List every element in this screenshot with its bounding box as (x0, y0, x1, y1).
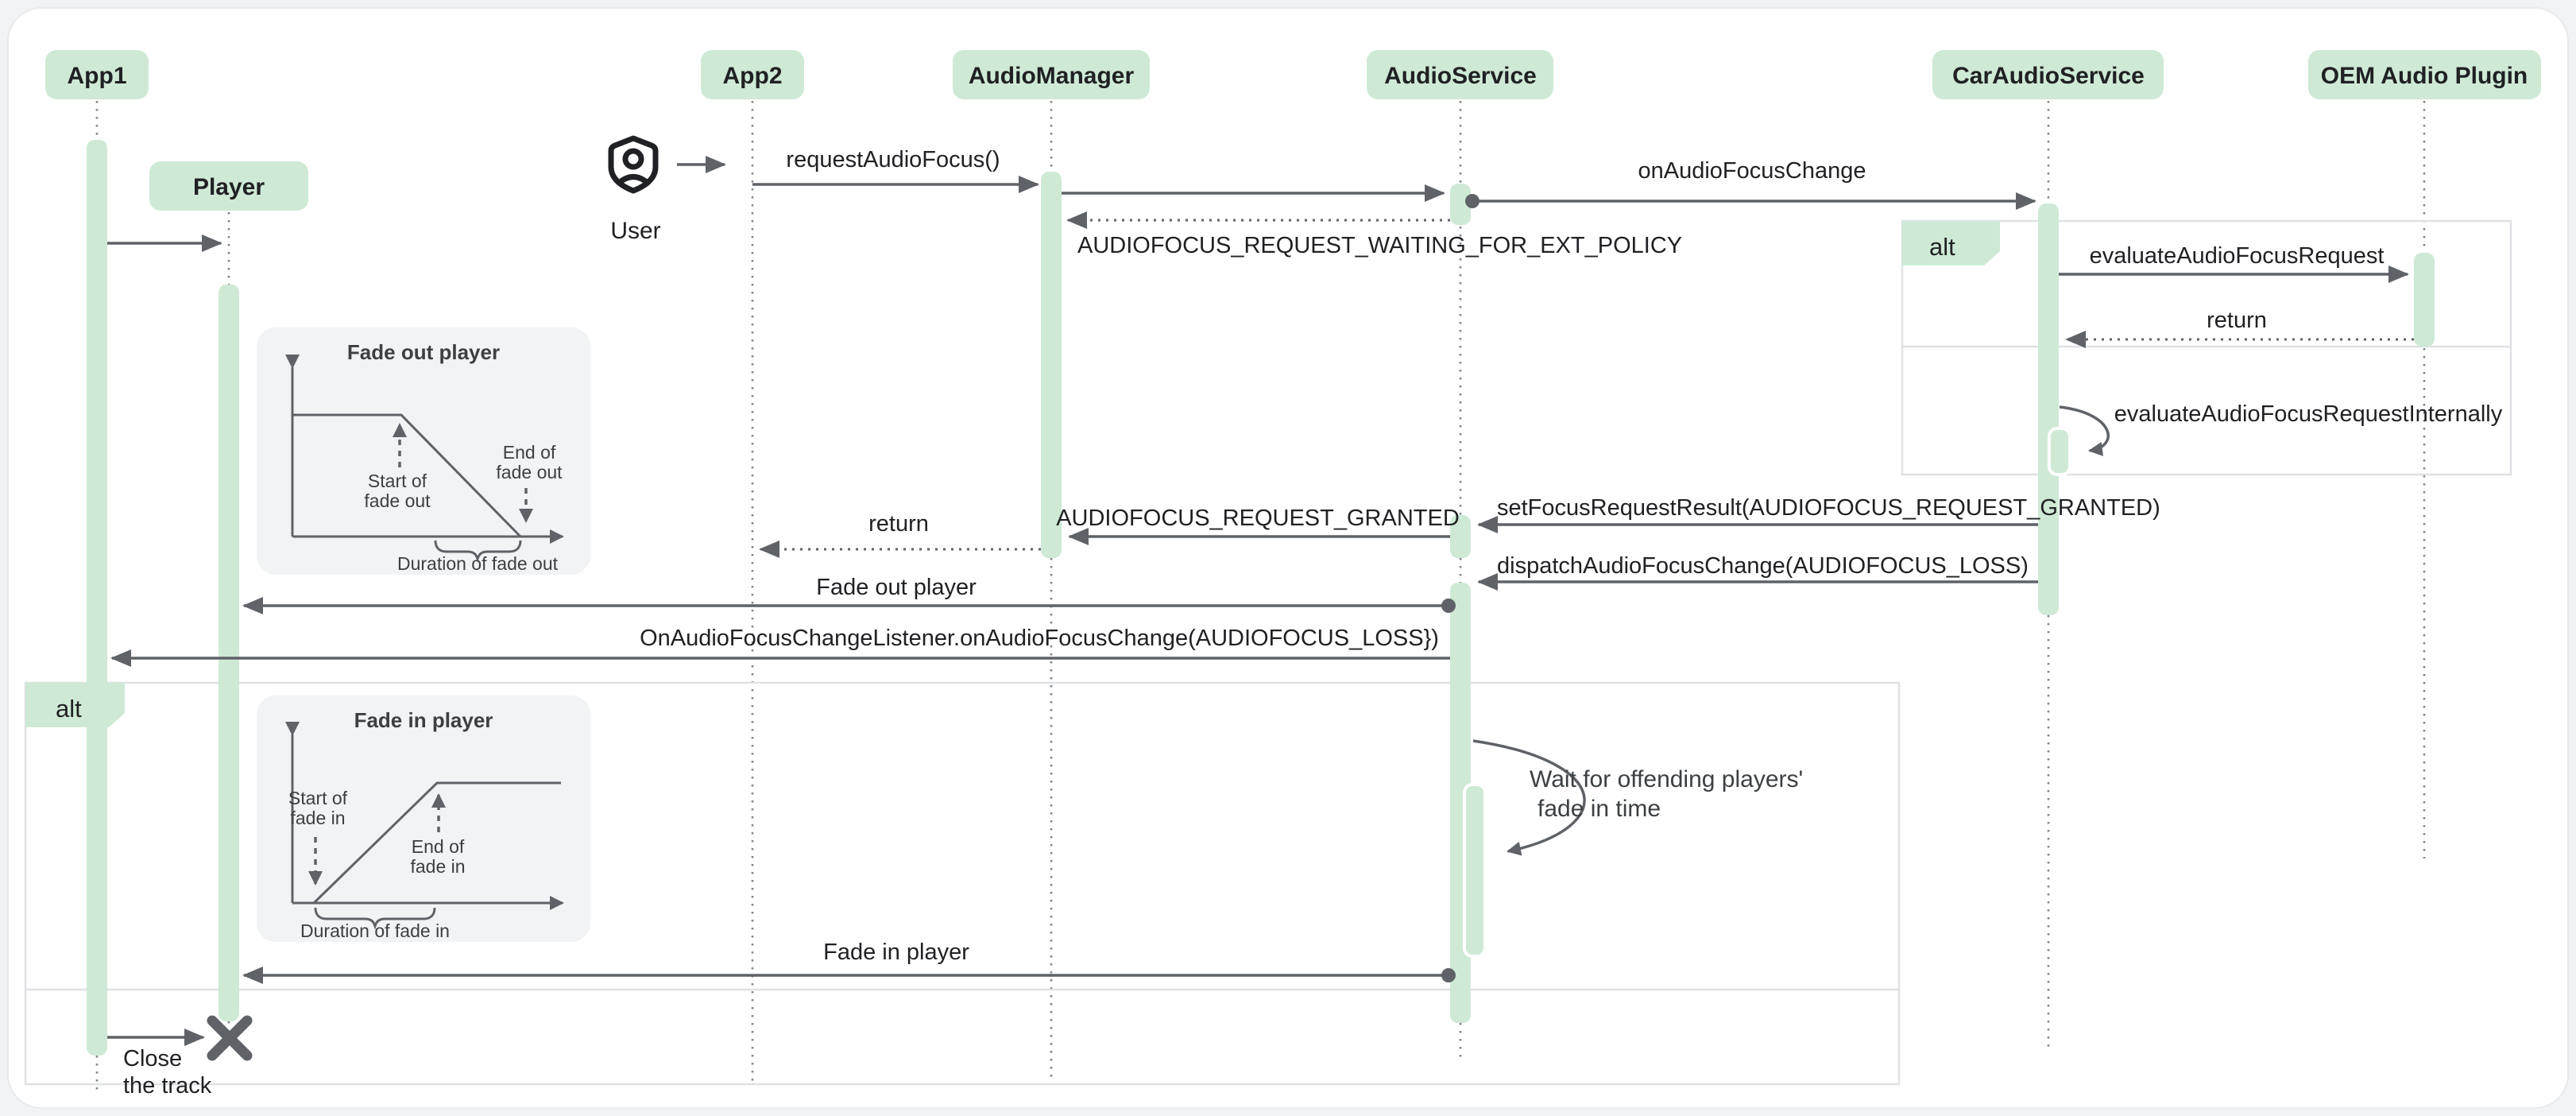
wait-note-line2: fade in time (1537, 796, 1661, 822)
participant-label: AudioService (1384, 63, 1537, 89)
duration-brace (434, 540, 522, 563)
shield-outline (608, 135, 659, 194)
participant-audioservice: AudioService (1367, 50, 1553, 99)
message-label-dispatch-loss: dispatchAudioFocusChange(AUDIOFOCUS_LOSS… (1497, 553, 2029, 579)
participant-box (1367, 50, 1553, 99)
activation-oem (2414, 253, 2435, 347)
participant-box (1932, 50, 2164, 99)
activation-audioservice-nested (1463, 783, 1487, 958)
chart-panel (257, 696, 590, 942)
user-actor: User (608, 135, 726, 244)
diagram-card (7, 7, 2569, 1109)
message-label-fade-out-player: Fade out player (816, 575, 977, 600)
participant-caraudioservice: CarAudioService (1932, 50, 2164, 99)
duration-fade-out-label: Duration of fade out (397, 553, 559, 574)
end-fade-in-label-line1: End of (412, 836, 465, 857)
wait-self-arc (1472, 739, 1586, 856)
activation-audioservice-2 (1450, 515, 1471, 558)
participant-oem-audio-plugin: OEM Audio Plugin (2308, 50, 2541, 99)
end-fade-out-label-line2: fade out (496, 462, 563, 482)
evaluate-internally-self-arrow (2059, 405, 2110, 456)
participant-box (45, 50, 149, 99)
duration-fade-in-label: Duration of fade in (300, 920, 450, 941)
activation-app1 (87, 140, 107, 1056)
lifelines (95, 101, 2426, 1092)
message-label-request-granted: AUDIOFOCUS_REQUEST_GRANTED (1056, 506, 1460, 531)
message-label-request-waiting: AUDIOFOCUS_REQUEST_WAITING_FOR_EXT_POLIC… (1077, 233, 1682, 258)
message-label-return-oem: return (2207, 308, 2267, 333)
message-label-listener-callback: OnAudioFocusChangeListener.onAudioFocusC… (640, 626, 1439, 651)
participant-box (953, 50, 1150, 99)
fade-out-chart: Fade out player Start of fade out End of… (257, 327, 590, 575)
x-stroke (207, 1015, 253, 1061)
alt-frame (1901, 219, 2512, 476)
message-label-evaluate-request: evaluateAudioFocusRequest (2090, 243, 2385, 269)
participant-label: App1 (68, 63, 127, 89)
user-label: User (610, 218, 660, 244)
start-fade-in-label-line1: Start of (288, 788, 348, 808)
user-head (622, 148, 644, 170)
destroy-x-icon (207, 1015, 253, 1061)
close-track-label-line2: the track (123, 1073, 212, 1099)
start-fade-in-label-line2: fade in (290, 808, 345, 828)
message-label-set-focus-result: setFocusRequestResult(AUDIOFOCUS_REQUEST… (1497, 495, 2160, 521)
alt-label-pentagon (1902, 221, 2000, 265)
wait-note-line1: Wait for offending players' (1530, 766, 1803, 792)
activation-caraudioservice (2038, 203, 2059, 615)
message-label-evaluate-internally: evaluateAudioFocusRequestInternally (2114, 401, 2503, 427)
participant-label: AudioManager (969, 63, 1135, 89)
close-track-label-line1: Close (123, 1046, 182, 1071)
participant-label: App2 (723, 63, 783, 89)
start-fade-out-label-line1: Start of (368, 471, 427, 491)
alt-frame (24, 681, 1901, 1086)
user-shoulders (616, 174, 651, 186)
activation-audioservice-1 (1450, 184, 1471, 225)
chart-panel (257, 327, 590, 575)
fade-out-curve (292, 413, 522, 538)
activation-audiomanager (1041, 172, 1062, 558)
participant-audiomanager: AudioManager (953, 50, 1150, 99)
participant-label: CarAudioService (1952, 63, 2145, 89)
participant-app1: App1 (45, 50, 149, 99)
fade-in-chart: Fade in player Start of fade in End of f… (257, 696, 590, 942)
activation-caraudioservice-nested (2048, 427, 2071, 476)
participant-box (701, 50, 804, 99)
chart-title: Fade out player (347, 340, 500, 364)
message-label-fade-in-player: Fade in player (823, 940, 969, 965)
activations (87, 140, 2435, 1056)
message-label-return-app2: return (868, 511, 929, 537)
start-fade-out-label-line2: fade out (364, 490, 431, 511)
duration-brace (314, 907, 436, 930)
messages: requestAudioFocus() onAudioFocusChange A… (107, 147, 2503, 1099)
alt-label: alt (1929, 233, 1955, 261)
activation-player (219, 285, 239, 1021)
participant-label: OEM Audio Plugin (2321, 63, 2528, 89)
alt-label: alt (56, 695, 82, 723)
message-label-request-audio-focus: requestAudioFocus() (786, 147, 1000, 172)
participants: App1 Player App2 AudioManager AudioServi… (45, 50, 2541, 211)
participant-box (2308, 50, 2541, 99)
participant-app2: App2 (701, 50, 804, 99)
participant-label: Player (193, 174, 265, 200)
chart-title: Fade in player (354, 708, 493, 732)
participant-box (149, 161, 308, 211)
alt-fragment-policy: alt (1901, 219, 2512, 476)
fade-in-curve (312, 781, 561, 905)
participant-player: Player (149, 161, 308, 211)
end-fade-in-label-line2: fade in (410, 856, 465, 877)
user-shield-icon (608, 135, 659, 194)
message-label-on-audio-focus-change: onAudioFocusChange (1638, 158, 1866, 184)
end-fade-out-label-line1: End of (503, 442, 556, 463)
